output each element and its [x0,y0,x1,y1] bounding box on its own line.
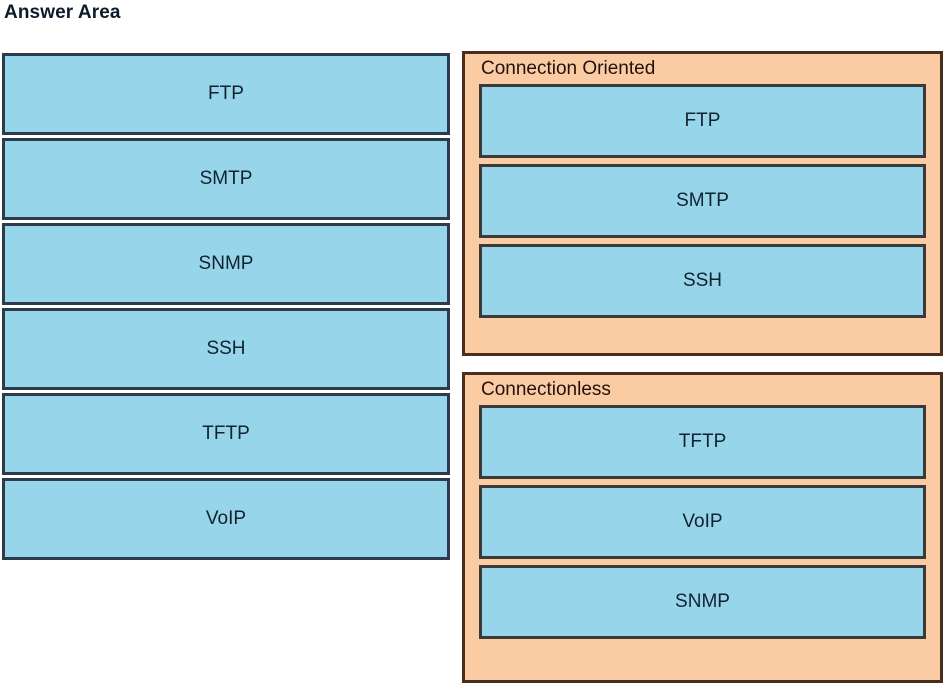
source-item-list: FTP SMTP SNMP SSH TFTP VoIP [2,53,450,560]
source-item-snmp[interactable]: SNMP [2,223,450,305]
source-item-label: FTP [208,83,244,104]
source-item-voip[interactable]: VoIP [2,478,450,560]
dropped-item-voip[interactable]: VoIP [479,485,926,559]
source-item-label: SMTP [199,168,253,189]
source-item-ssh[interactable]: SSH [2,308,450,390]
dropped-item-smtp[interactable]: SMTP [479,164,926,238]
dropped-item-label: VoIP [682,511,723,532]
source-item-tftp[interactable]: TFTP [2,393,450,475]
dropped-item-label: TFTP [678,431,727,452]
panel-title-connectionless: Connectionless [481,379,611,400]
source-item-label: SSH [206,338,246,359]
dropped-item-label: SNMP [675,591,730,612]
dropped-item-label: SSH [682,270,723,291]
dropped-item-label: SMTP [676,190,729,211]
dropped-item-ftp[interactable]: FTP [479,84,926,158]
drop-zone-connectionless[interactable]: Connectionless TFTP VoIP SNMP [462,372,943,683]
dropped-item-tftp[interactable]: TFTP [479,405,926,479]
page-title: Answer Area [4,2,121,23]
target-panel-list: Connection Oriented FTP SMTP SSH Connect… [462,51,943,683]
dropped-item-label: FTP [684,110,721,131]
dropped-item-snmp[interactable]: SNMP [479,565,926,639]
source-item-label: VoIP [205,508,247,529]
panel-title-connection-oriented: Connection Oriented [481,58,656,79]
source-item-label: TFTP [202,423,250,444]
source-item-label: SNMP [198,253,254,274]
drop-zone-connection-oriented[interactable]: Connection Oriented FTP SMTP SSH [462,51,943,356]
dropped-item-ssh[interactable]: SSH [479,244,926,318]
source-item-smtp[interactable]: SMTP [2,138,450,220]
source-item-ftp[interactable]: FTP [2,53,450,135]
